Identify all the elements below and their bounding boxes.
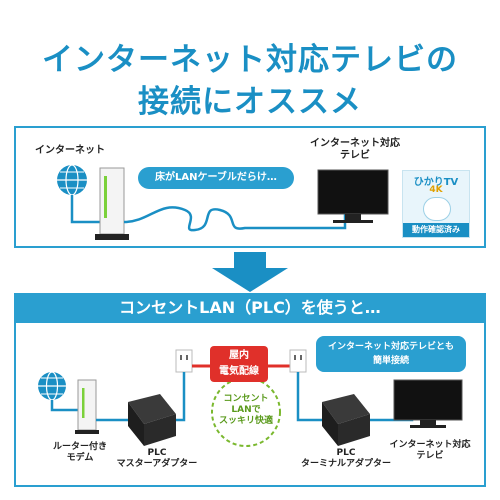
page-title-line1: インターネット対応テレビの	[42, 42, 458, 78]
bottom-tv-label-line1: インターネット対応	[389, 440, 471, 450]
mascot-icon	[423, 197, 451, 221]
badge-bottom-text: 動作確認済み	[403, 223, 469, 237]
wall-outlet-left-icon	[175, 349, 193, 373]
router-icon-bottom	[75, 379, 99, 434]
internet-label: インターネット	[35, 145, 105, 156]
circle-line2: LANで	[231, 405, 261, 415]
globe-icon-bottom	[38, 371, 66, 401]
circle-line1: コンセント	[223, 394, 269, 404]
plc-terminal-label-line1: PLC	[336, 448, 356, 458]
indoor-wiring-label-line2: 電気配線	[219, 366, 259, 377]
circle-line3: スッキリ快適	[218, 416, 273, 426]
easy-bubble-line2: 簡単接続	[372, 356, 409, 366]
tv-icon-bottom	[393, 379, 463, 428]
easy-connect-bubble: インターネット対応テレビとも 簡単接続	[316, 336, 466, 372]
plc-terminal-adapter-icon	[322, 394, 370, 446]
easy-bubble-line1: インターネット対応テレビとも	[327, 342, 454, 352]
indoor-wiring-label-line1: 屋内	[229, 350, 249, 361]
lan-cable	[123, 206, 347, 232]
plc-master-label-line2: マスターアダプター	[116, 459, 198, 469]
top-tv-label-line1: インターネット対応	[310, 138, 400, 149]
bottom-tv-label-line2: テレビ	[416, 451, 444, 461]
down-arrow-icon	[212, 252, 288, 292]
page-title-line2: 接続にオススメ	[138, 84, 362, 120]
indoor-wiring-label: 屋内 電気配線	[210, 346, 268, 382]
tv-icon	[317, 169, 389, 223]
router-label-line2: モデム	[66, 453, 94, 463]
plc-master-adapter-icon	[128, 394, 176, 446]
plc-terminal-label-line2: ターミナルアダプター	[300, 459, 391, 469]
sukkiri-circle	[211, 377, 281, 447]
hikari-tv-badge: ひかりTV 4K 動作確認済み	[402, 170, 470, 238]
cable-bubble: 床がLANケーブルだらけ…	[138, 167, 294, 189]
sukkiri-circle-text: コンセント LANで スッキリ快適	[216, 394, 276, 427]
badge-sub-text: 4K	[429, 185, 443, 195]
top-tv-label-line2: テレビ	[340, 150, 370, 161]
bottom-panel-header: コンセントLAN（PLC）を使うと…	[119, 298, 381, 317]
badge-logo-text: ひかりTV	[413, 177, 459, 188]
wall-outlet-right-icon	[289, 349, 307, 373]
router-icon	[95, 167, 129, 240]
plc-master-label-line1: PLC	[147, 448, 167, 458]
bottom-panel-header-bar	[14, 293, 486, 323]
router-label-line1: ルーター付き	[52, 442, 107, 452]
